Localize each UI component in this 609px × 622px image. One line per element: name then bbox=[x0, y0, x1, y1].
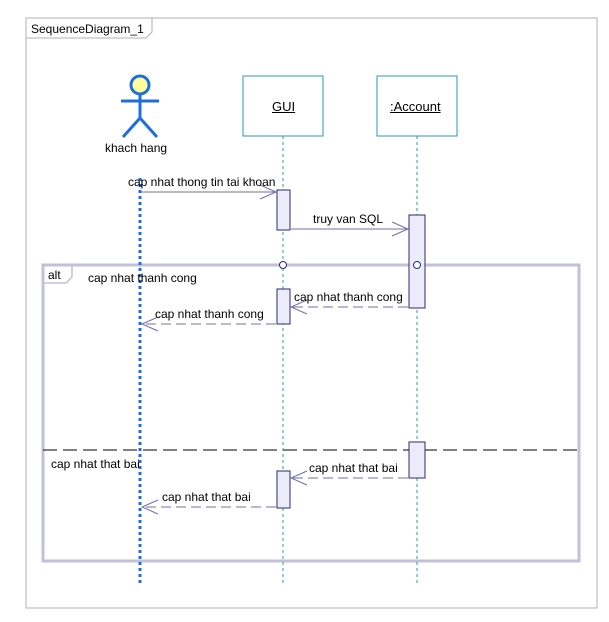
alt-operator-label: alt bbox=[48, 268, 61, 282]
message-arrow-3[interactable] bbox=[289, 299, 408, 315]
object-box-account[interactable] bbox=[376, 75, 458, 137]
frame-title: SequenceDiagram_1 bbox=[31, 22, 144, 36]
object-label-account: :Account bbox=[390, 99, 441, 114]
message-arrow-4[interactable] bbox=[140, 316, 276, 332]
alt-guard-2: cap nhat that bai bbox=[51, 457, 140, 471]
fragment-anchor-gui bbox=[279, 261, 287, 269]
message-arrow-1[interactable] bbox=[141, 184, 278, 200]
message-label-4: cap nhat thanh cong bbox=[155, 307, 264, 321]
message-label-6: cap nhat that bai bbox=[162, 490, 251, 504]
activation-gui-1 bbox=[276, 189, 291, 231]
message-label-3: cap nhat thanh cong bbox=[294, 290, 403, 304]
alt-operator-tab bbox=[43, 265, 73, 284]
message-label-1: cap nhat thong tin tai khoan bbox=[128, 175, 276, 189]
message-label-5: cap nhat that bai bbox=[309, 461, 398, 475]
activation-account-2 bbox=[408, 441, 426, 479]
diagram-frame bbox=[25, 17, 598, 609]
message-arrow-5[interactable] bbox=[289, 470, 408, 486]
message-label-2: truy van SQL bbox=[313, 212, 384, 226]
object-label-gui: GUI bbox=[272, 99, 296, 114]
fragment-anchor-account bbox=[413, 261, 421, 269]
message-arrow-6[interactable] bbox=[140, 499, 276, 515]
actor-label: khach hang bbox=[105, 141, 168, 155]
object-box-gui[interactable] bbox=[242, 75, 324, 137]
alt-guard-1: cap nhat thanh cong bbox=[88, 271, 197, 285]
activation-gui-2 bbox=[276, 288, 291, 325]
frame-title-tab bbox=[26, 18, 153, 39]
message-arrow-2[interactable] bbox=[291, 221, 410, 237]
actor-icon bbox=[121, 74, 159, 139]
alt-fragment bbox=[41, 263, 581, 563]
activation-gui-3 bbox=[276, 470, 291, 509]
